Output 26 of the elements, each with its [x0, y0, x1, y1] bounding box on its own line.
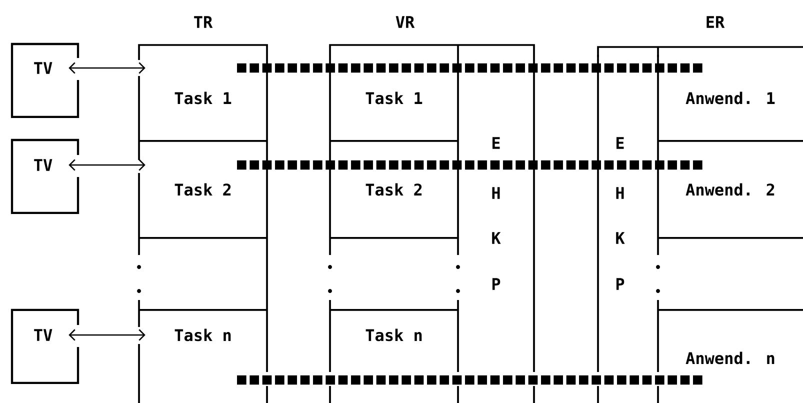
task-cell: Task n — [366, 328, 422, 342]
task-cell: Task 2 — [174, 183, 231, 196]
letter-label: H — [616, 187, 624, 199]
tv-box: TV — [10, 138, 80, 214]
task-cell: Task n — [174, 328, 231, 342]
task-cell: Anwend. 1 — [686, 92, 775, 104]
letter-label: P — [616, 278, 624, 290]
tv-box: TV — [10, 308, 80, 384]
tv-box: TV — [10, 42, 80, 118]
double-arrow — [68, 329, 146, 341]
letter-label: K — [492, 232, 501, 244]
column-heading: ER — [706, 16, 725, 28]
task-cell: Task 1 — [174, 92, 232, 104]
task-cell: Task 2 — [366, 183, 422, 196]
task-cell: Anwend. 2 — [686, 183, 774, 196]
letter-label: E — [616, 137, 624, 149]
column-heading: VR — [396, 16, 415, 28]
letter-label: E — [492, 137, 500, 149]
double-arrow — [68, 62, 146, 74]
task-cell: Anwend. n — [686, 352, 774, 364]
letter-label: H — [492, 187, 500, 199]
column-heading: TR — [194, 16, 213, 28]
task-cell: Task 1 — [366, 92, 422, 104]
letter-label: K — [616, 232, 625, 244]
double-arrow — [68, 159, 146, 171]
letter-label: P — [492, 278, 500, 290]
